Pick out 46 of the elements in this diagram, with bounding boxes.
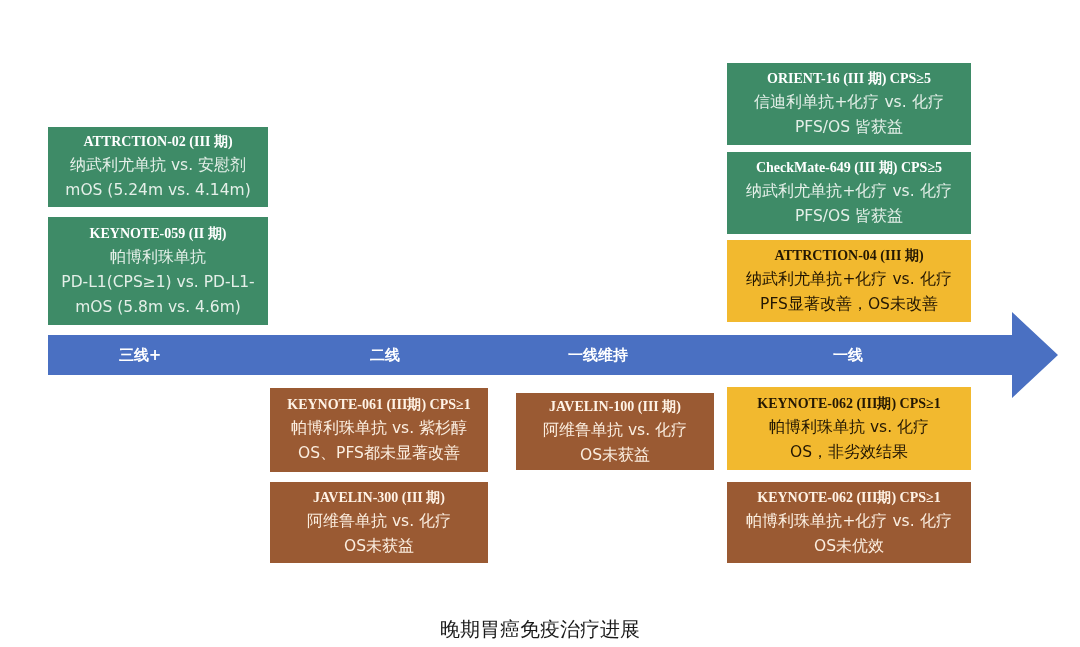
outcome-text: OS未获益 <box>343 535 414 557</box>
outcome-text: OS未优效 <box>813 535 884 557</box>
caption: 晚期胃癌免疫治疗进展 <box>439 616 641 643</box>
treatment-text: 纳武利尤单抗+化疗 vs. 化疗 <box>746 269 952 290</box>
treatment-text: 帕博利珠单抗 vs. 紫杉醇 <box>291 418 467 439</box>
trial-title: KEYNOTE-059 (II 期) <box>89 224 227 243</box>
outcome-text: PFS/OS 皆获益 <box>795 117 903 138</box>
trial-box <box>727 387 971 470</box>
treatment-text: 阿维鲁单抗 vs. 化疗 <box>307 510 451 532</box>
trial-title: KEYNOTE-062 (III期) CPS≥1 <box>757 488 941 507</box>
treatment-text: 纳武利尤单抗+化疗 vs. 化疗 <box>746 181 952 202</box>
trial-box <box>48 217 268 325</box>
treatment-text: 阿维鲁单抗 vs. 化疗 <box>543 419 687 441</box>
trial-box <box>727 482 971 563</box>
trial-title: CheckMate-649 (III 期) CPS≥5 <box>755 159 943 177</box>
phase-label: 一线 <box>833 345 863 365</box>
trial-box <box>727 63 971 145</box>
treatment-text: 帕博利珠单抗 <box>110 246 206 268</box>
outcome-text: mOS (5.24m vs. 4.14m) <box>65 180 251 201</box>
trial-box <box>48 127 268 207</box>
outcome-text: mOS (5.8m vs. 4.6m) <box>75 296 241 318</box>
trial-title: JAVELIN-100 (III 期) <box>549 397 681 416</box>
outcome-text: OS，非劣效结果 <box>789 441 908 463</box>
phase-label: 三线+ <box>118 345 162 365</box>
trial-title: KEYNOTE-061 (III期) CPS≥1 <box>287 396 471 414</box>
outcome-text: PFS显著改善，OS未改善 <box>760 294 938 315</box>
outcome-text: OS、PFS都未显著改善 <box>298 443 460 464</box>
trial-box <box>270 388 488 472</box>
phase-label: 二线 <box>370 345 400 365</box>
trial-title: JAVELIN-300 (III 期) <box>313 488 445 507</box>
treatment-text: 帕博利珠单抗+化疗 vs. 化疗 <box>746 510 952 532</box>
trial-box <box>727 152 971 234</box>
treatment-text: 纳武利尤单抗 vs. 安慰剂 <box>70 155 246 176</box>
phase-label: 一线维持 <box>568 345 628 365</box>
trial-title: ATTRCTION-04 (III 期) <box>774 247 924 265</box>
outcome-text: PFS/OS 皆获益 <box>795 206 903 227</box>
trial-box <box>516 393 714 470</box>
trial-title: KEYNOTE-062 (III期) CPS≥1 <box>757 394 941 413</box>
trial-box <box>270 482 488 563</box>
outcome-text: OS未获益 <box>579 444 650 466</box>
trial-title: ATTRCTION-02 (III 期) <box>83 133 233 151</box>
trial-title: ORIENT-16 (III 期) CPS≥5 <box>767 70 931 88</box>
treatment-text: 信迪利单抗+化疗 vs. 化疗 <box>754 92 944 113</box>
treatment-text: PD-L1(CPS≥1) vs. PD-L1- <box>61 271 255 293</box>
trial-box <box>727 240 971 322</box>
treatment-text: 帕博利珠单抗 vs. 化疗 <box>769 416 929 438</box>
